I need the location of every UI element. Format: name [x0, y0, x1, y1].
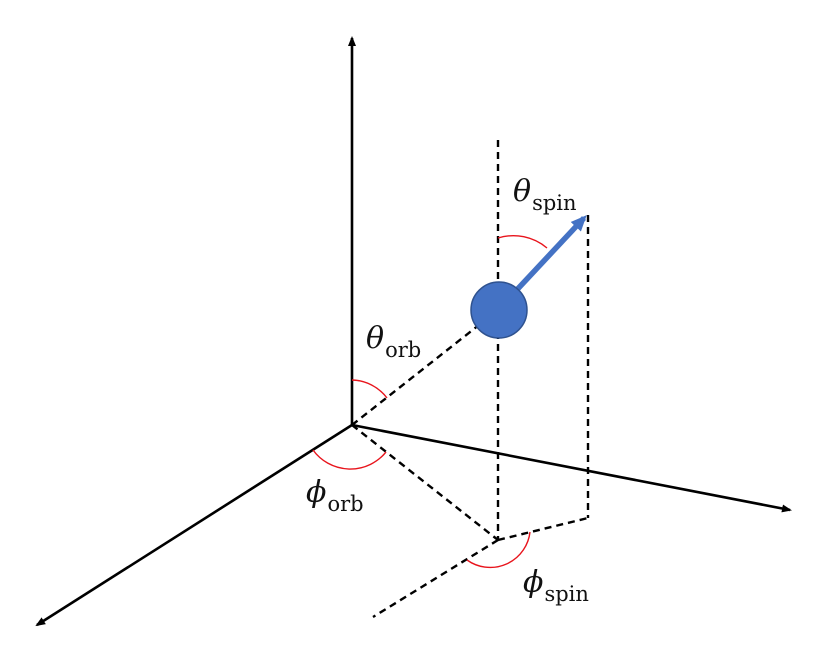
theta-spin-label: θspin [513, 174, 577, 214]
phi-orb-label: ϕorb [306, 475, 364, 515]
theta-spin-subscript: spin [532, 191, 577, 215]
theta-orb-arc [351, 379, 388, 399]
theta-orb-symbol: θ [366, 321, 385, 356]
phi-orb-subscript: orb [327, 492, 364, 516]
y-axis [351, 423, 792, 513]
phi-spin-symbol: ϕ [523, 565, 544, 600]
phi-spin-subscript: spin [544, 582, 589, 606]
theta-orb-label: θorb [366, 321, 421, 361]
theta-spin-arc [497, 235, 548, 249]
particle-sphere [470, 281, 528, 339]
phi-spin-arc [466, 531, 531, 569]
orbit-radius-line [351, 309, 499, 426]
phi-orb-arc [312, 449, 387, 470]
theta-orb-subscript: orb [385, 338, 422, 362]
phi-spin-label: ϕspin [523, 565, 589, 605]
spin-projection-line [497, 516, 589, 542]
theta-spin-symbol: θ [513, 174, 532, 209]
x-axis [35, 423, 353, 627]
phi-orb-symbol: ϕ [306, 475, 327, 510]
orbit-projection-line [351, 424, 499, 541]
spin-reference-axis [372, 538, 499, 619]
